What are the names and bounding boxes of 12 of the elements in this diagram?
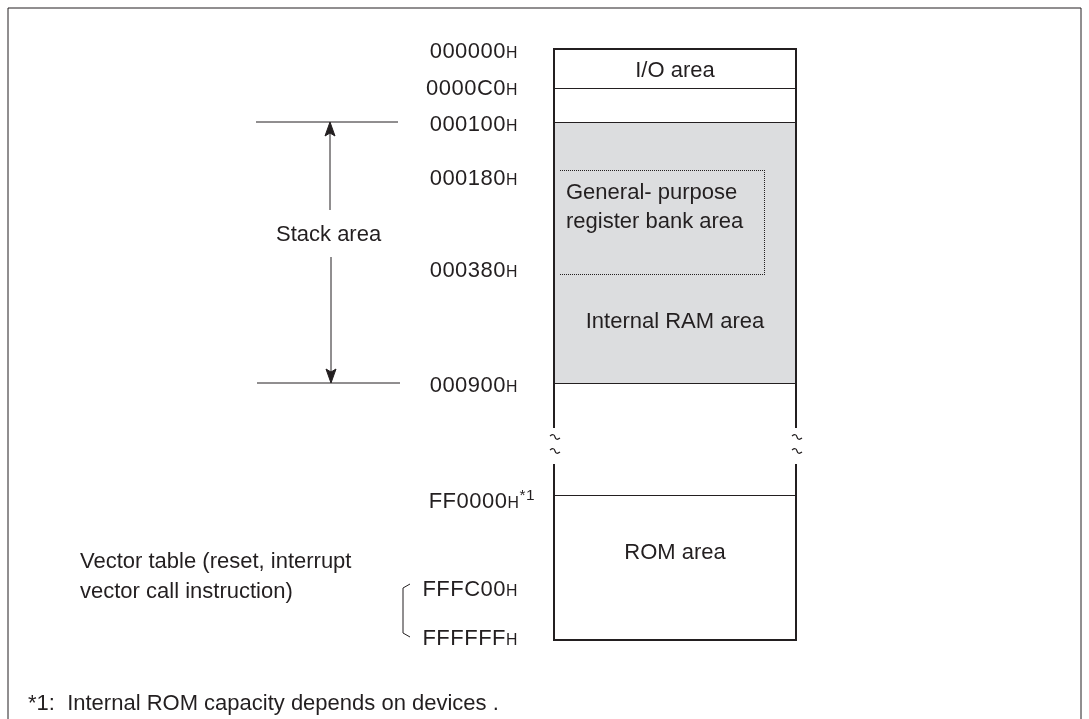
memory-region-box: [553, 495, 797, 641]
region-label: General- purpose register bank area: [566, 178, 745, 235]
dotted-region-box: [560, 170, 765, 275]
region-label: Internal RAM area: [584, 307, 766, 335]
memory-region-box: [553, 48, 797, 89]
vector-table-note: Vector table (reset, interrupt vector call instruction): [80, 547, 353, 605]
dimension-label: Stack area: [276, 221, 382, 247]
memory-region-box: [553, 89, 797, 123]
region-label: I/O area: [634, 56, 716, 84]
memory-region-box: [553, 123, 797, 384]
footnote: *1: Internal ROM capacity depends on devices .: [28, 690, 499, 716]
region-label: ROM area: [623, 538, 727, 566]
